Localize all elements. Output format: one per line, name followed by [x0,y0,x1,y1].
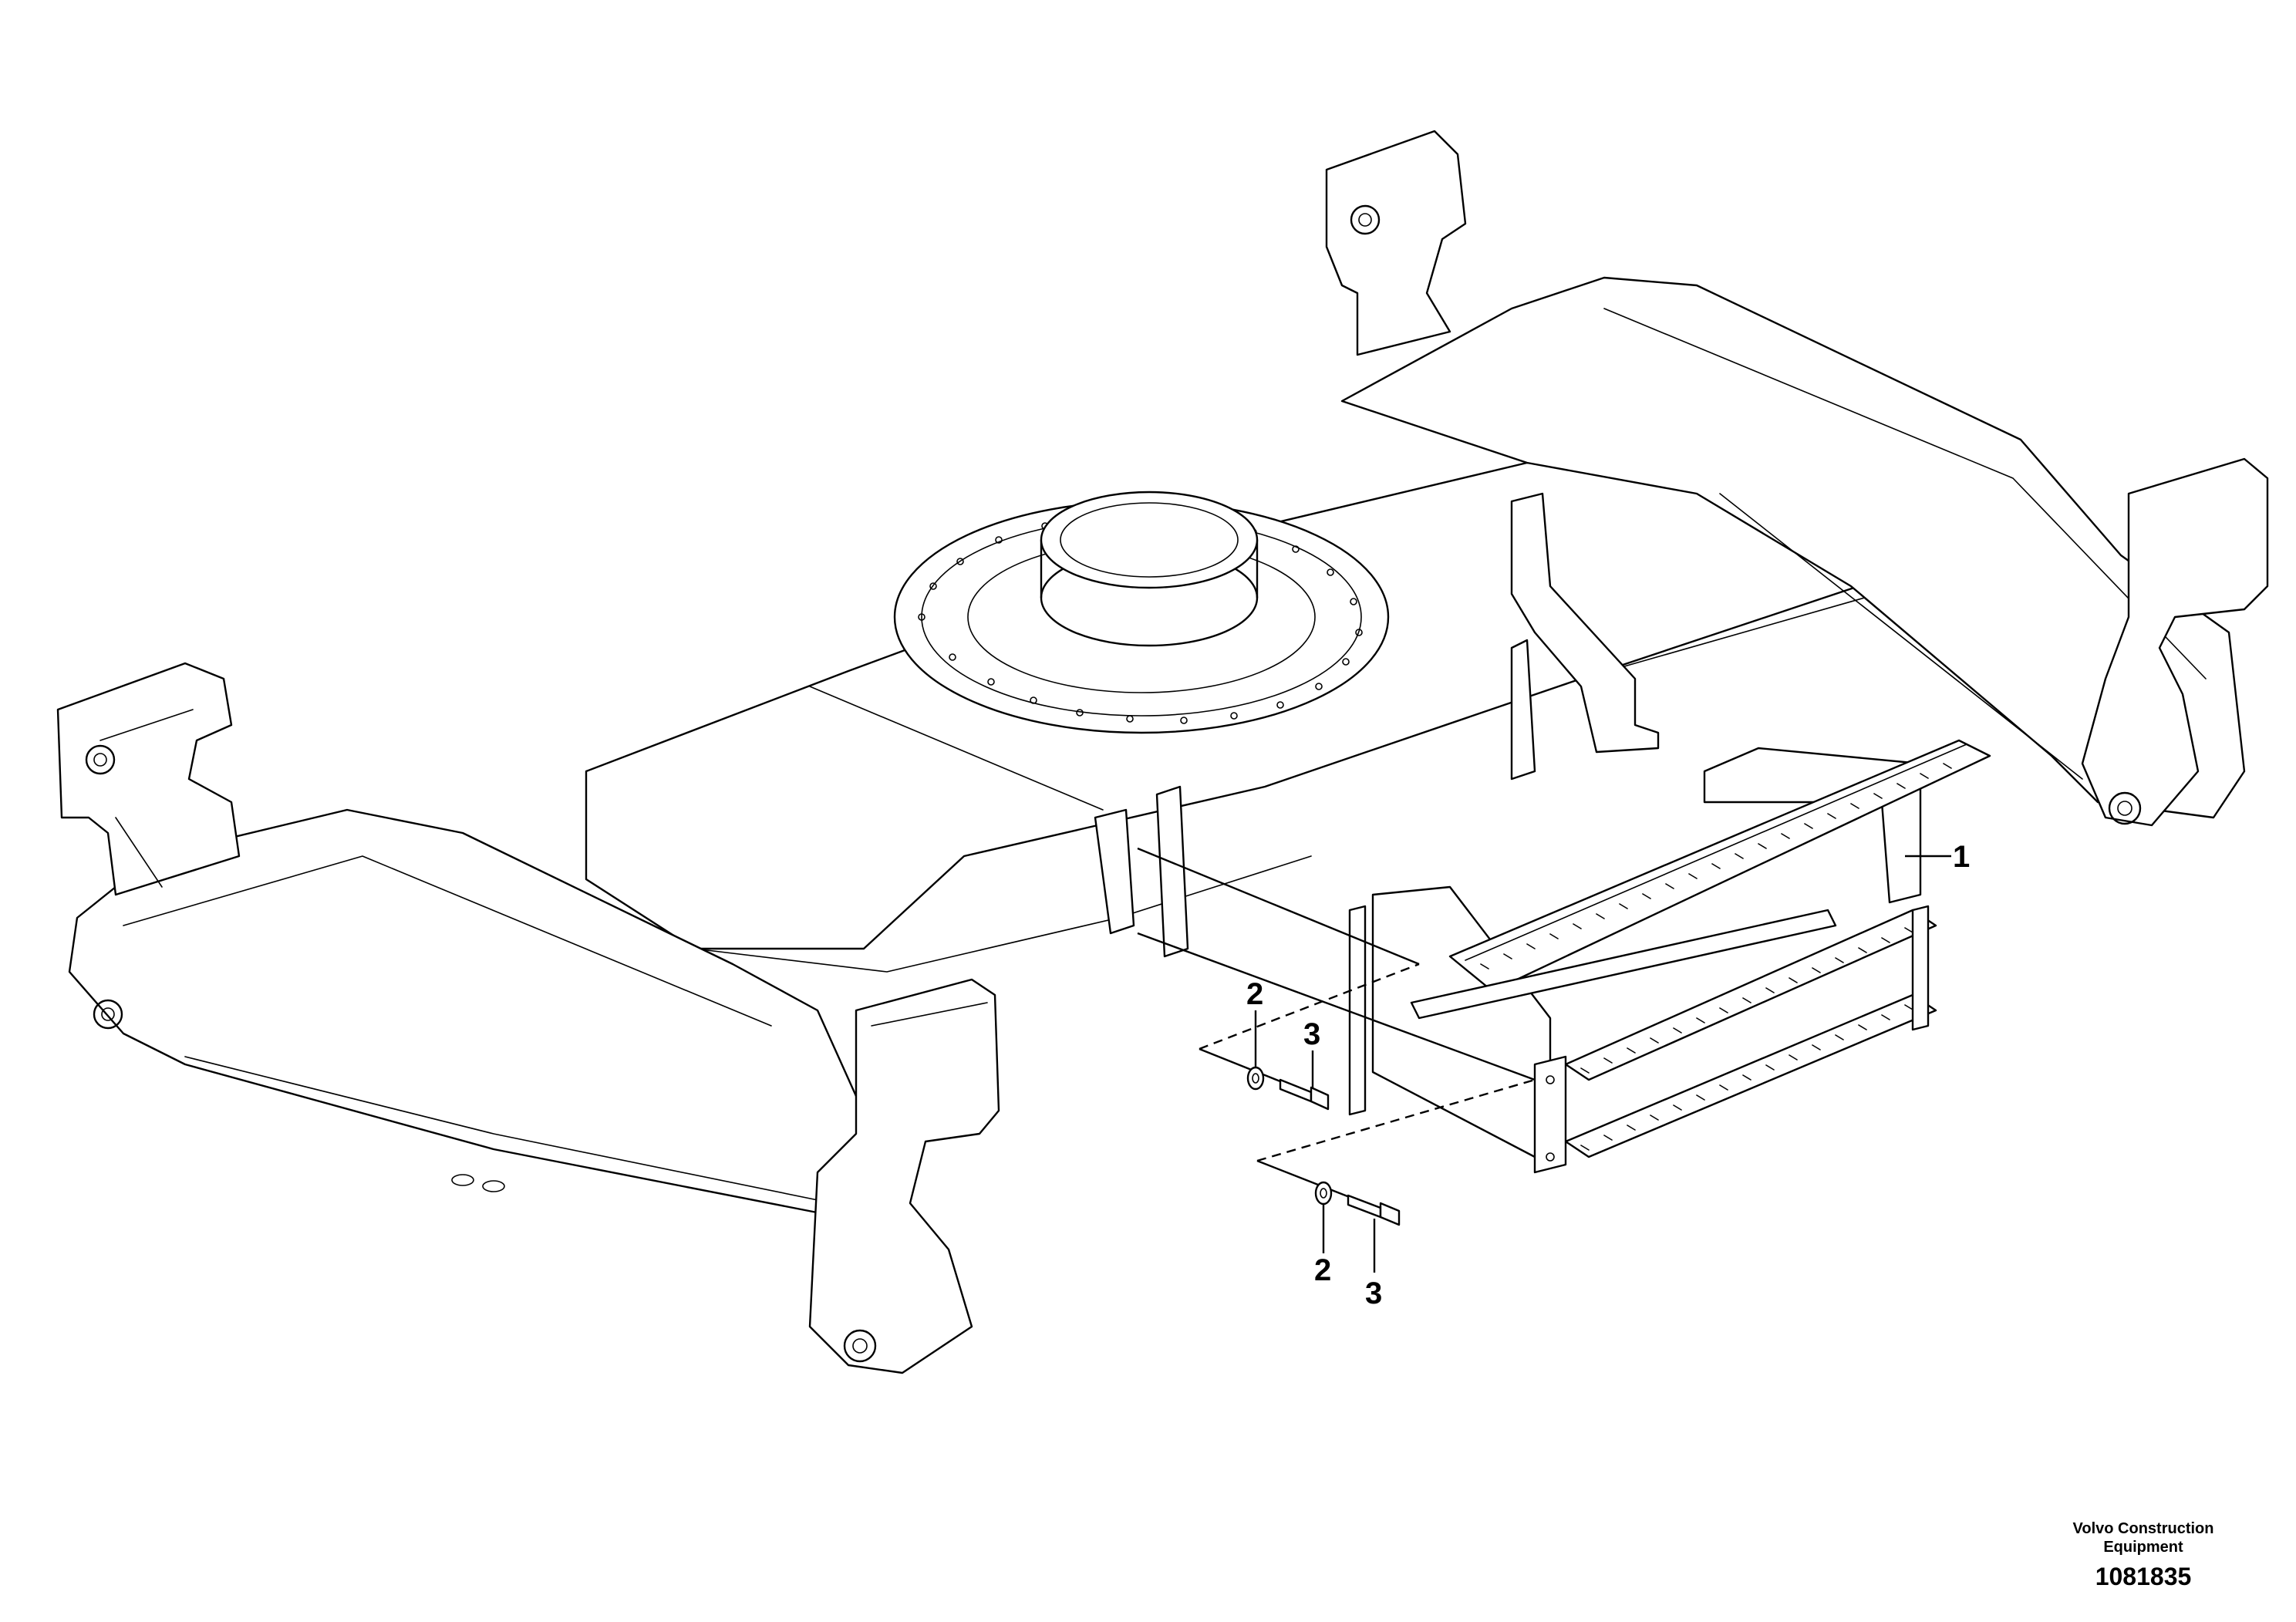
tread-teeth-top [1480,763,1952,969]
callout-leaders [1254,855,1951,1273]
callout-2b: 2 [1314,1253,1331,1287]
bolt-lower [1347,1194,1401,1226]
callout-3a: 3 [1303,1017,1320,1051]
illustration-number: 1081835 [2095,1563,2192,1590]
callout-3b: 3 [1365,1276,1382,1310]
bolt-upper [1279,1078,1330,1111]
washer-upper [1246,1066,1265,1091]
publisher-caption: Volvo Construction Equipment 1081835 [2058,1519,2228,1591]
washer-lower [1314,1181,1333,1206]
callout-2a: 2 [1246,977,1263,1011]
step-assembly [1348,739,1991,1174]
callout-1: 1 [1953,840,1970,874]
company-name: Volvo Construction Equipment [2072,1520,2214,1556]
undercarriage-frame [56,130,2269,1374]
assembly-lines [1137,847,1536,1205]
